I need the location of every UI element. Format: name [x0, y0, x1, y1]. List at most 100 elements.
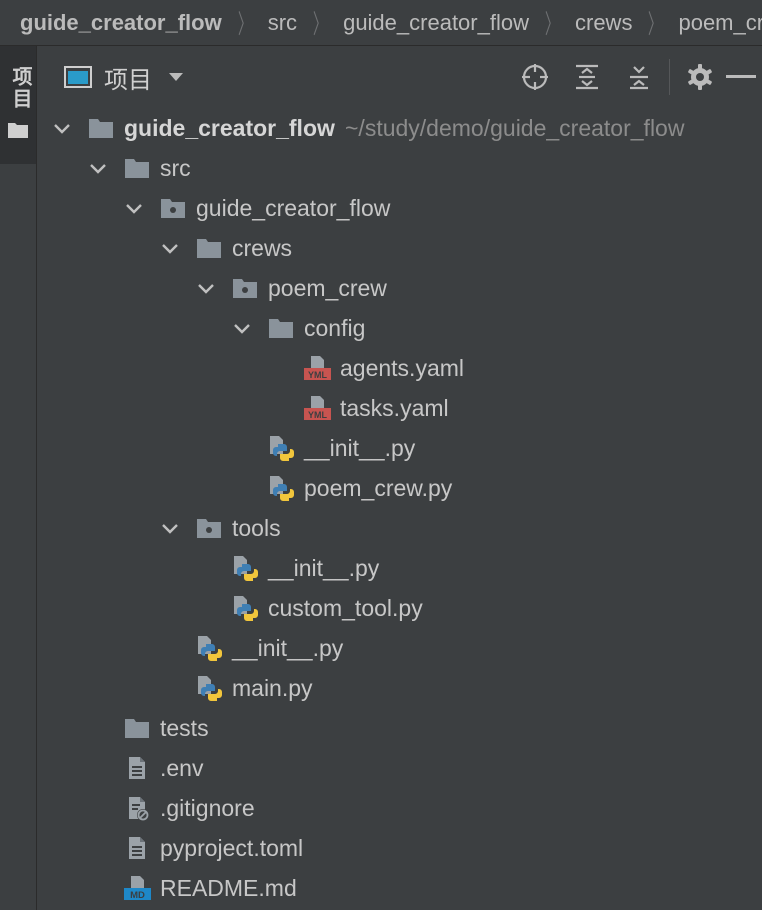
folder-icon: [269, 319, 293, 338]
chevron-down-icon[interactable]: [161, 519, 179, 537]
toolbar-divider: [669, 59, 670, 95]
tree-item-label: custom_tool.py: [268, 595, 423, 621]
breadcrumb-item[interactable]: guide_creator_flow: [343, 9, 529, 35]
chevron-down-icon[interactable]: [125, 199, 143, 217]
collapse-all-icon: [630, 66, 648, 90]
tree-row[interactable]: YML tasks.yaml: [37, 388, 762, 428]
project-panel-header: 项目: [37, 46, 762, 108]
svg-text:YML: YML: [308, 410, 328, 420]
chevron-down-icon[interactable]: [89, 159, 107, 177]
markdown-file-icon: MD: [124, 876, 151, 901]
tree-item-label: crews: [232, 235, 293, 261]
root-folder-name: guide_creator_flow: [124, 115, 335, 141]
breadcrumb-item[interactable]: crews: [575, 9, 633, 35]
tree-item-label: tools: [232, 515, 281, 541]
breadcrumb-separator-icon: 〉: [237, 9, 252, 39]
breadcrumb-separator-icon: 〉: [312, 9, 328, 39]
python-file-icon: [270, 436, 294, 461]
python-file-icon: [198, 676, 222, 701]
tree-row[interactable]: MD README.md: [37, 868, 762, 908]
tree-item-label: main.py: [232, 675, 313, 701]
python-file-icon: [234, 556, 258, 581]
tree-row[interactable]: __init__.py: [37, 428, 762, 468]
breadcrumb-item[interactable]: guide_creator_flow: [20, 9, 222, 35]
root-folder-path: ~/study/demo/guide_creator_flow: [345, 115, 685, 141]
breadcrumb: guide_creator_flow 〉 src 〉 guide_creator_flo…: [0, 0, 762, 46]
tree-item-label: __init__.py: [232, 635, 344, 661]
tree-item-label: agents.yaml: [340, 355, 465, 381]
package-icon: [197, 519, 221, 538]
tree-row[interactable]: main.py: [37, 668, 762, 708]
tree-row[interactable]: config: [37, 308, 762, 348]
settings-button[interactable]: [674, 46, 726, 108]
project-view-title[interactable]: 项目: [104, 66, 152, 94]
tree-row[interactable]: tests: [37, 708, 762, 748]
text-file-icon: [129, 757, 145, 779]
chevron-down-icon[interactable]: [168, 72, 184, 82]
tree-row[interactable]: guide_creator_flow: [37, 188, 762, 228]
folder-icon: [8, 123, 28, 138]
tree-item-label: .env: [160, 755, 204, 781]
folder-icon: [89, 119, 113, 138]
project-tool-label: 项目: [9, 66, 31, 110]
expand-all-icon: [576, 64, 598, 90]
tree-row[interactable]: .env: [37, 748, 762, 788]
tree-row[interactable]: crews: [37, 228, 762, 268]
expand-all-button[interactable]: [561, 46, 613, 108]
tree-item-label: src: [160, 155, 191, 181]
svg-text:YML: YML: [308, 370, 328, 380]
chevron-down-icon[interactable]: [233, 319, 251, 337]
chevron-down-icon[interactable]: [197, 279, 215, 297]
minimize-icon: [726, 75, 756, 78]
python-file-icon: [234, 596, 258, 621]
project-view-icon: [64, 66, 92, 88]
breadcrumb-separator-icon: 〉: [544, 9, 560, 39]
python-file-icon: [270, 476, 294, 501]
package-icon: [233, 279, 257, 298]
tree-row[interactable]: YML agents.yaml: [37, 348, 762, 388]
gear-icon: [688, 64, 712, 90]
chevron-down-icon[interactable]: [161, 239, 179, 257]
locate-file-button[interactable]: [509, 46, 561, 108]
tree-item-label: guide_creator_flow: [196, 195, 391, 221]
folder-icon: [125, 719, 149, 738]
tree-row[interactable]: poem_crew: [37, 268, 762, 308]
tree-row[interactable]: pyproject.toml: [37, 828, 762, 868]
folder-icon: [125, 159, 149, 178]
tree-item-label: poem_crew: [268, 275, 387, 301]
tree-item-label: poem_crew.py: [304, 475, 453, 501]
tree-item-label: __init__.py: [268, 555, 380, 581]
tree-row[interactable]: custom_tool.py: [37, 588, 762, 628]
folder-icon: [197, 239, 221, 258]
package-icon: [161, 199, 185, 218]
breadcrumb-separator-icon: 〉: [648, 9, 663, 39]
crosshair-icon: [522, 64, 548, 90]
python-file-icon: [198, 636, 222, 661]
tree-row[interactable]: __init__.py: [37, 628, 762, 668]
tree-item-label: pyproject.toml: [160, 835, 304, 861]
yaml-file-icon: YML: [304, 356, 331, 380]
collapse-all-button[interactable]: [613, 46, 665, 108]
tree-item-label: __init__.py: [304, 435, 416, 461]
tree-row[interactable]: .gitignore: [37, 788, 762, 828]
text-file-icon: [129, 837, 145, 859]
tree-item-label: tests: [160, 715, 209, 741]
chevron-down-icon[interactable]: [53, 119, 71, 137]
tool-window-strip: 项目: [0, 46, 37, 910]
tree-item-label: config: [304, 315, 366, 341]
tree-item-label: README.md: [160, 875, 297, 901]
tree-row[interactable]: tools: [37, 508, 762, 548]
tree-item-label: tasks.yaml: [340, 395, 449, 421]
project-tool-button[interactable]: 项目: [0, 46, 36, 164]
tree-row[interactable]: src: [37, 148, 762, 188]
breadcrumb-item[interactable]: poem_cre: [678, 9, 762, 35]
svg-text:MD: MD: [130, 890, 145, 901]
tree-row[interactable]: __init__.py: [37, 548, 762, 588]
tree-row-root[interactable]: guide_creator_flow ~/study/demo/guide_cr…: [37, 108, 762, 148]
project-tree: guide_creator_flow ~/study/demo/guide_cr…: [37, 108, 762, 908]
breadcrumb-item[interactable]: src: [267, 9, 298, 35]
hide-panel-button[interactable]: [726, 46, 762, 108]
ignore-file-icon: [129, 797, 149, 821]
tree-row[interactable]: poem_crew.py: [37, 468, 762, 508]
tree-item-label: .gitignore: [160, 795, 255, 821]
